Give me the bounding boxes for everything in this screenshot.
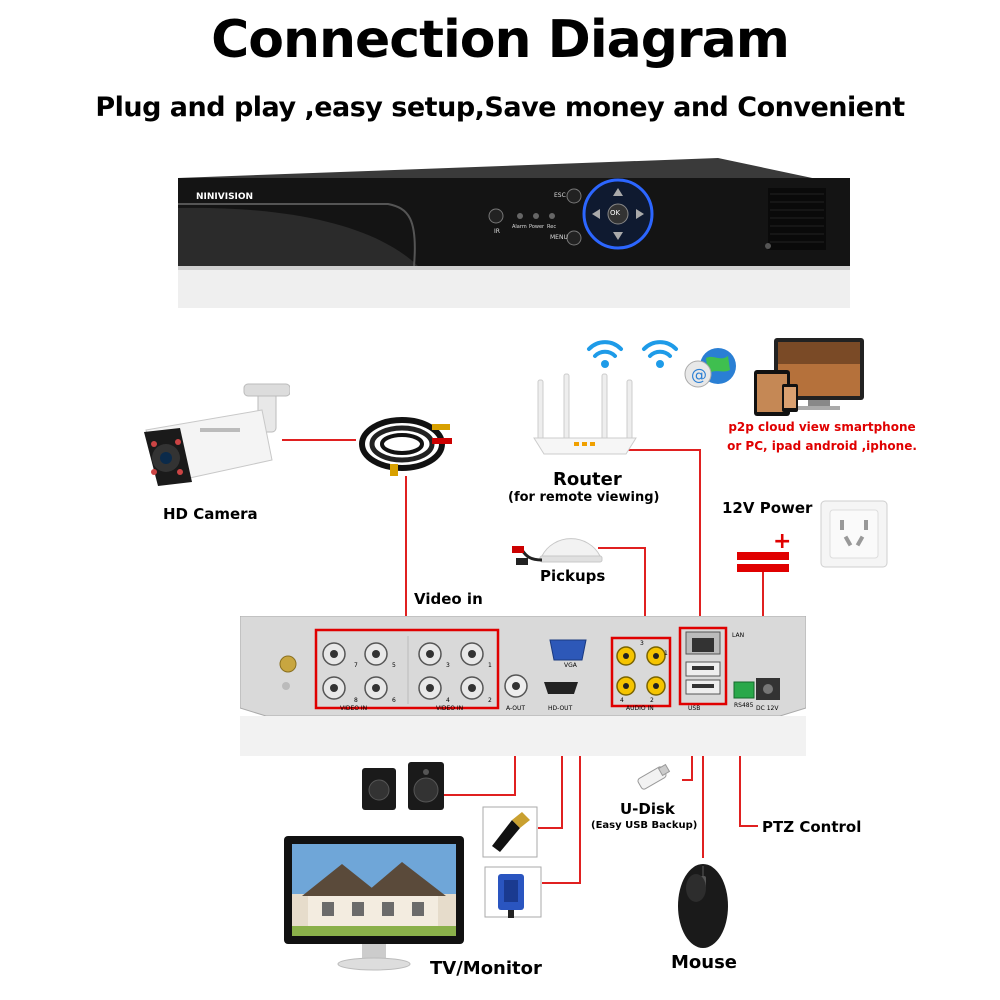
hd-out-port-label: HD-OUT [548,705,573,712]
router-sub-label: (for remote viewing) [508,490,660,505]
router-label: Router [553,469,622,490]
page-subtitle: Plug and play ,easy setup,Save money and… [95,92,905,123]
led-label-power: Power [529,224,545,230]
tv-monitor-label: TV/Monitor [430,958,542,979]
rs485-port-label: RS485 [734,702,754,709]
audio-number: 1 [664,650,668,657]
coax-cable-image [356,414,456,476]
dvr-front-unit: NINIVISION OK ESC MENU IR Alarm Power Re… [178,158,850,308]
u-disk-label: U-Disk [620,800,675,818]
svg-text:+: + [773,529,791,554]
usb-port-label: USB [688,705,701,712]
audio-in-port-label: AUDIO IN [626,705,654,712]
wall-socket-image [820,500,888,568]
wifi-icon [640,333,680,373]
channel-number: 1 [488,662,492,669]
channel-number: 3 [446,662,450,669]
lan-port-label: LAN [732,632,745,639]
page-title: Connection Diagram [211,10,790,70]
channel-number: 2 [488,697,492,704]
hd-camera-label: HD Camera [163,505,258,523]
ptz-control-label: PTZ Control [762,818,862,836]
wifi-icon [585,333,625,373]
esc-button: ESC [554,192,566,199]
dc-power-symbol-icon: + [733,528,793,598]
pickups-label: Pickups [540,567,606,585]
router-image [530,372,640,462]
audio-number: 3 [640,640,644,647]
mouse-image [676,858,730,950]
led-label-alarm: Alarm [512,224,527,230]
ir-label: IR [494,228,500,235]
u-disk-icon [632,762,672,794]
p2p-caption: p2p cloud view smartphone or PC, ipad an… [722,418,922,456]
led-label-rec: Rec [547,224,557,230]
p2p-devices-image [752,336,868,418]
dc12v-port-label: DC 12V [756,705,779,712]
tv-monitor-image [282,834,466,974]
speakers-image [360,760,446,812]
globe-icon: @ [680,344,740,394]
vga-port-label: VGA [564,662,577,669]
u-disk-sub-label: (Easy USB Backup) [591,820,698,831]
ok-button: OK [610,209,621,217]
channel-number: 6 [392,697,396,704]
p2p-caption-line1: p2p cloud view smartphone [728,420,916,434]
vga-cable-image [484,866,542,918]
channel-number: 8 [354,697,358,704]
power-12v-label: 12V Power [722,499,813,517]
a-out-port-label: A-OUT [506,705,526,712]
dvr-back-panel: 7 5 8 6 3 1 4 2 VIDEO IN VIDEO IN A-OUT … [239,615,807,756]
svg-text:@: @ [691,365,707,384]
hd-camera-image [140,380,291,495]
video-in-port-label: VIDEO IN [340,705,368,712]
video-in-port-label: VIDEO IN [436,705,464,712]
mouse-label: Mouse [671,952,738,973]
channel-number: 7 [354,662,358,669]
audio-number: 4 [620,697,624,704]
hdmi-cable-image [482,806,538,858]
video-in-label: Video in [414,590,483,608]
channel-number: 5 [392,662,396,669]
p2p-caption-line2: or PC, ipad android ,iphone. [727,439,917,453]
menu-button: MENU [550,234,568,241]
dvr-brand: NINIVISION [196,192,254,202]
pickup-microphone-image [512,520,604,572]
audio-number: 2 [650,697,654,704]
channel-number: 4 [446,697,450,704]
